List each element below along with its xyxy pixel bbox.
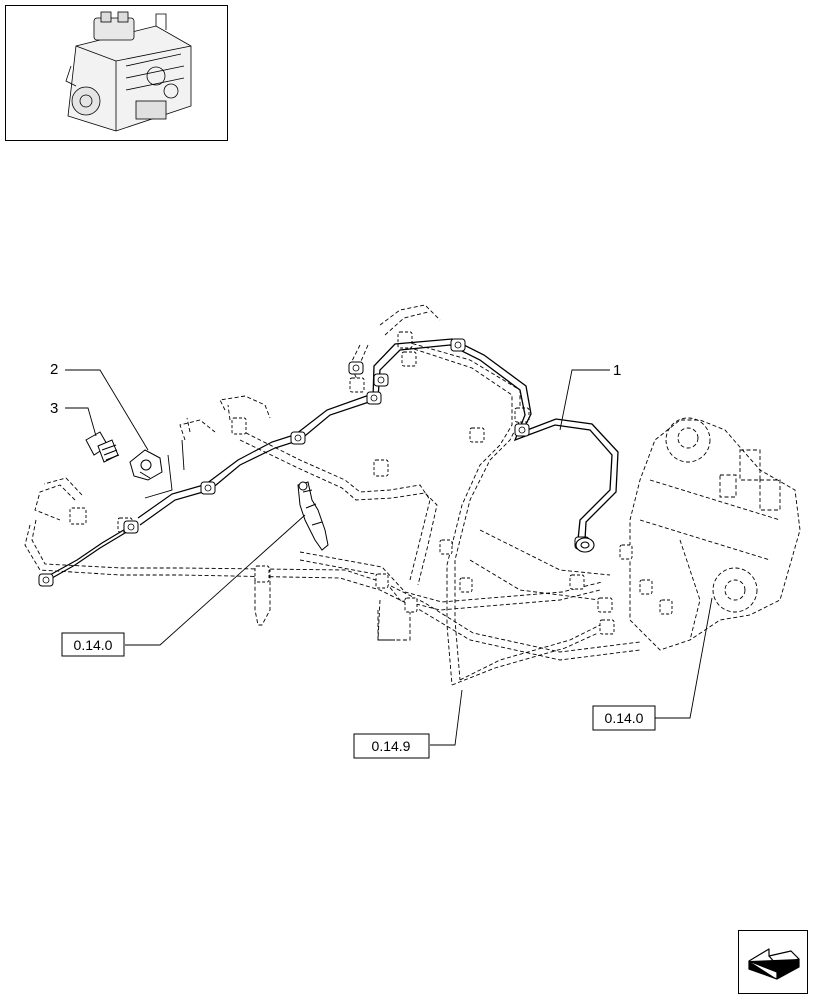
ref-box-pump[interactable]: 0.14.0 [592,705,656,731]
next-page-button[interactable] [738,930,808,994]
engine-thumbnail-frame [5,5,228,141]
ref-box-return-pipes[interactable]: 0.14.9 [353,733,430,759]
ref-return-pipes-label: 0.14.9 [372,738,411,754]
callout-3: 3 [50,400,58,417]
injector [297,481,329,551]
callout-leaders [65,369,713,746]
pump-end-fitting [575,537,595,553]
callout-2: 2 [50,361,58,378]
ref-pump-label: 0.14.0 [605,710,644,726]
phantom-fittings [69,331,673,635]
callout-1: 1 [613,362,621,379]
banjo-bolt [85,431,120,463]
ref-box-injector[interactable]: 0.14.0 [61,632,125,657]
ref-injector-label: 0.14.0 [74,637,113,653]
engine-thumbnail-icon [65,11,192,132]
next-page-arrow-icon [748,948,800,980]
injection-pipes [44,338,619,583]
phantom-pipes [24,304,801,686]
pipe-fittings [38,338,590,587]
sealing-washer [129,449,163,481]
